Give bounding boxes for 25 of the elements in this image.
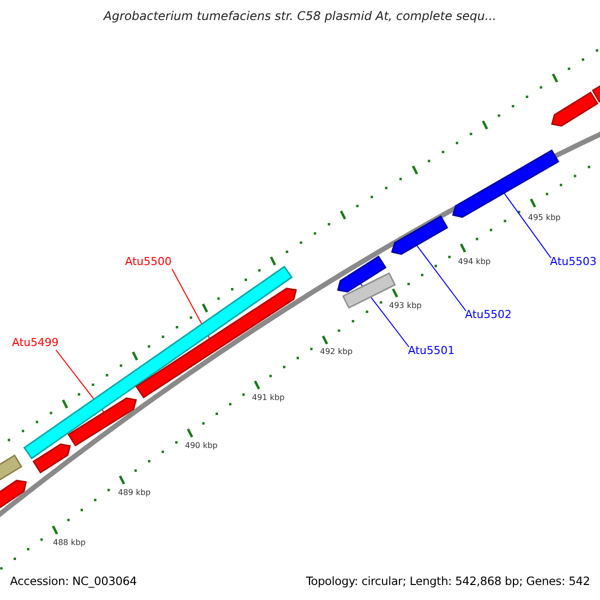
scale-label: 488 kbp — [53, 538, 86, 548]
scale-label: 495 kbp — [528, 213, 561, 222]
gene-label: Atu5499 — [12, 337, 59, 350]
gene-block — [0, 454, 22, 482]
gene-block — [32, 444, 71, 474]
gene-label: Atu5501 — [408, 345, 455, 358]
gene-block — [391, 215, 448, 255]
gene-block — [337, 255, 387, 292]
footer-text: Accession: NC_003064 — [10, 575, 137, 588]
scale-label: 492 kbp — [320, 347, 353, 356]
gene-block — [551, 91, 598, 127]
leader-line — [416, 244, 466, 312]
gene-label: Atu5502 — [465, 309, 512, 322]
gene-label: Atu5500 — [125, 256, 172, 269]
scale-label: 490 kbp — [185, 441, 218, 450]
title: Agrobacterium tumefaciens str. C58 plasmid At, complete sequ... — [102, 10, 498, 24]
footer-text: Topology: circular; Length: 542,868 bp; Genes: 542 — [306, 575, 590, 588]
scale-label: 493 kbp — [389, 301, 422, 310]
scale-label: 491 kbp — [252, 393, 285, 402]
gene-block — [68, 397, 137, 447]
scale-label: 489 kbp — [118, 488, 151, 498]
gene-block — [0, 480, 27, 510]
leader-line — [504, 192, 552, 258]
scale-label: 494 kbp — [458, 257, 491, 266]
gene-label: Atu5503 — [550, 256, 597, 269]
